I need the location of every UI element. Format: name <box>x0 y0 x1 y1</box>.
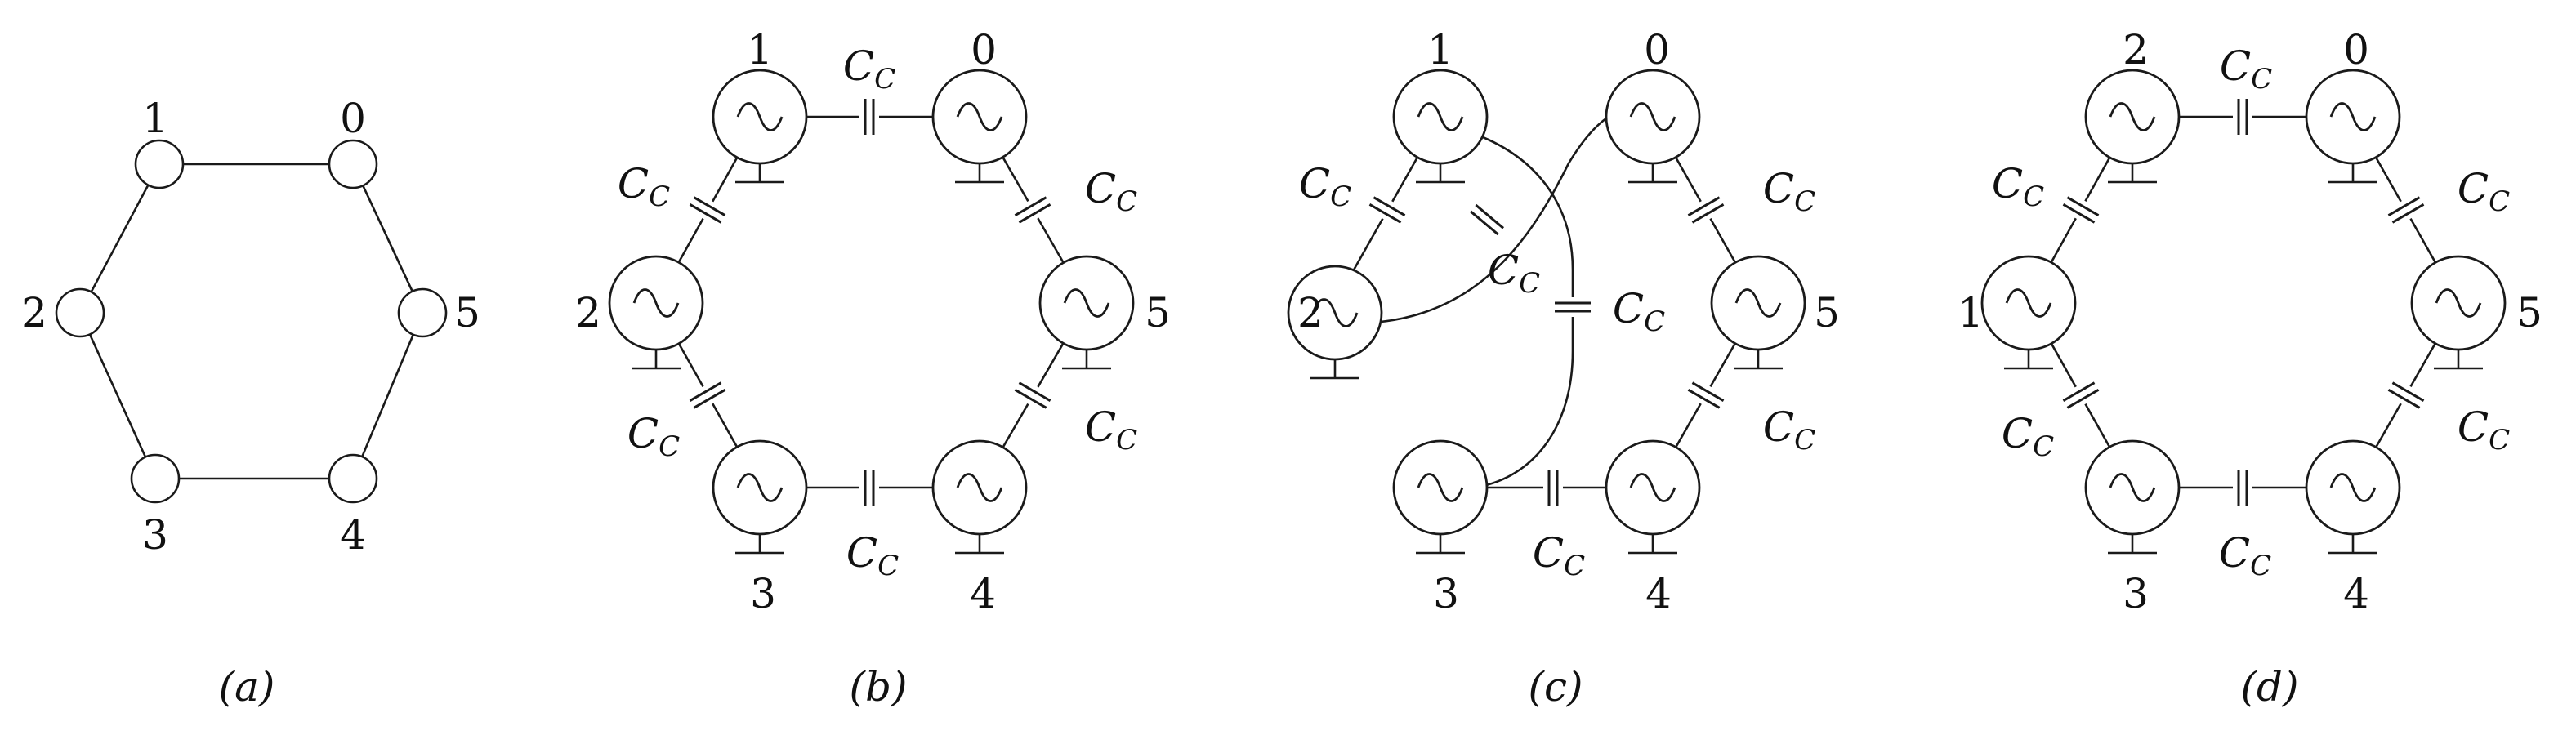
ac-source-icon <box>931 69 1028 184</box>
coupling-capacitance-label: CC <box>1299 160 1351 213</box>
node-label: 2 <box>575 289 601 336</box>
node-label: 1 <box>1958 289 1984 336</box>
ac-source-icon <box>1392 439 1489 555</box>
node-label: 3 <box>142 511 168 559</box>
coupling-capacitance-label: CC <box>627 410 680 463</box>
node-label: 4 <box>2343 570 2369 617</box>
node-label: 4 <box>340 511 366 559</box>
coupling-capacitance-label: CC <box>1533 529 1585 582</box>
ac-source-icon <box>1710 255 1806 370</box>
ac-source-icon <box>608 255 704 370</box>
node-label: 5 <box>2516 289 2543 336</box>
panel-label-a: (a) <box>219 663 275 711</box>
panel-b: 1 0 2 5 3 4 CC CC CC CC CC CC (b) <box>575 26 1171 711</box>
edge-3-2 <box>78 312 157 479</box>
ac-source-icon <box>1980 255 2077 370</box>
coupling-capacitance-label: CC <box>843 42 895 96</box>
ac-source-icon <box>931 439 1028 555</box>
ac-source-icon <box>712 439 808 555</box>
node-label: 0 <box>971 26 997 74</box>
graph-node-5 <box>397 287 448 338</box>
graph-node-3 <box>130 453 181 504</box>
coupling-capacitance-label: CC <box>1488 247 1540 300</box>
node-label: 2 <box>21 289 47 336</box>
node-label: 5 <box>1145 289 1171 336</box>
coupling-capacitance-label: CC <box>2220 42 2272 96</box>
coupling-capacitance-label: CC <box>618 160 670 213</box>
node-label: 1 <box>142 95 168 142</box>
node-label: 3 <box>2123 570 2149 617</box>
coupling-capacitance-label: CC <box>1085 165 1137 218</box>
ac-source-icon <box>1038 255 1135 370</box>
panel-c: 1 0 2 5 3 4 CC CC CC CC CC CC (c) <box>1287 26 1840 711</box>
coupling-capacitance-label: CC <box>1763 165 1815 218</box>
node-label: 0 <box>340 95 366 142</box>
ac-source-icon <box>1605 69 1701 184</box>
node-label: 5 <box>1814 289 1840 336</box>
node-label: 4 <box>970 570 996 617</box>
node-label: 2 <box>1297 289 1324 336</box>
coupling-capacitance-label: CC <box>2002 410 2054 463</box>
graph-node-0 <box>328 139 378 189</box>
ac-source-icon <box>1605 439 1701 555</box>
panel-label-c: (c) <box>1528 663 1583 711</box>
node-label: 3 <box>750 570 776 617</box>
node-label: 5 <box>454 289 480 336</box>
coupling-capacitance-label: CC <box>1085 403 1137 457</box>
ac-source-icon <box>2084 439 2181 555</box>
node-label: 1 <box>1427 26 1453 74</box>
ac-source-icon <box>2084 69 2181 184</box>
graph-node-4 <box>328 453 378 504</box>
panel-label-d: (d) <box>2240 663 2298 711</box>
graph-node-2 <box>55 287 105 338</box>
node-label: 1 <box>747 26 773 74</box>
coupling-capacitance-label: CC <box>1763 403 1815 457</box>
panel-a: 1 0 2 5 3 4 (a) <box>21 95 480 711</box>
panel-d: 2 0 1 5 3 4 CC CC CC CC CC CC (d) <box>1958 26 2543 711</box>
graph-edges <box>78 163 424 480</box>
panel-label-b: (b) <box>849 663 907 711</box>
node-label: 0 <box>2343 26 2369 74</box>
coupling-capacitance-label: CC <box>2219 529 2271 582</box>
ac-source-icon <box>1392 69 1489 184</box>
coupling-wire <box>1482 136 1574 488</box>
edge-0-5 <box>351 163 424 314</box>
ac-source-icon <box>2305 69 2401 184</box>
coupling-capacitance-label: CC <box>1992 160 2044 213</box>
node-label: 2 <box>2123 26 2149 74</box>
coupling-capacitance-label: CC <box>2458 165 2510 218</box>
edge-2-1 <box>78 163 161 314</box>
node-label: 4 <box>1645 570 1672 617</box>
node-label: 0 <box>1644 26 1670 74</box>
edge-5-4 <box>351 312 424 479</box>
ac-source-icon <box>2410 255 2507 370</box>
ac-source-icon <box>712 69 808 184</box>
coupling-capacitance-label: CC <box>846 529 899 582</box>
graph-node-1 <box>134 139 185 189</box>
node-label: 3 <box>1433 570 1459 617</box>
ac-source-icon <box>2305 439 2401 555</box>
coupling-capacitance-label: CC <box>1613 285 1665 338</box>
coupling-capacitance-label: CC <box>2458 403 2510 457</box>
